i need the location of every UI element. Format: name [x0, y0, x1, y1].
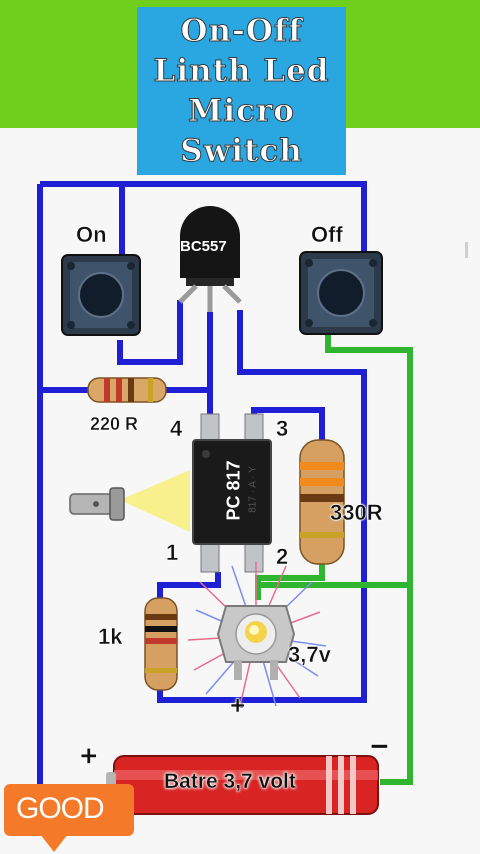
led-icon: [216, 605, 296, 680]
title-line-3: Micro: [188, 93, 295, 130]
battery-minus-label: −: [370, 728, 389, 764]
wire-off-to-minus: [325, 330, 413, 785]
battery-label: Batre 3,7 volt: [164, 770, 296, 793]
wire-220-to-base: [162, 312, 213, 393]
optocoupler-marking: 817 · A · Y: [247, 466, 259, 513]
title: On-Off Linth Led Micro Switch: [137, 11, 346, 171]
green-wires: [255, 330, 413, 785]
resistor-1k-label: 1k: [98, 624, 123, 649]
transistor-bc557: [178, 206, 242, 312]
on-label: On: [76, 222, 107, 247]
wire-collector-loop: [157, 310, 367, 703]
pin-1-label: 1: [166, 540, 179, 565]
scroll-indicator: [465, 242, 468, 258]
wire-top: [40, 181, 367, 258]
on-push-button: [61, 254, 141, 336]
good-badge-tail: [40, 834, 68, 852]
off-label: Off: [311, 222, 343, 247]
title-line-2: Linth Led: [153, 53, 330, 90]
off-push-button: [299, 251, 383, 335]
pin-3-label: 3: [276, 416, 289, 441]
resistor-1k-body: [144, 597, 178, 691]
pin-4-label: 4: [170, 416, 183, 441]
wire-on-to-transistor: [117, 300, 183, 365]
flashlight-icon: [69, 470, 190, 532]
resistor-220-body: [87, 377, 167, 403]
title-line-1: On-Off: [180, 13, 303, 50]
resistor-220-label: 220 R: [90, 414, 139, 434]
resistor-330-body: [299, 439, 345, 565]
title-box: On-Off Linth Led Micro Switch: [137, 7, 346, 175]
battery-plus-label: +: [80, 740, 98, 773]
good-label: GOOD: [16, 792, 105, 825]
title-line-4: Switch: [180, 133, 303, 170]
led-voltage-label: 3,7v: [288, 642, 331, 667]
wire-pin1-to-1k: [157, 572, 221, 600]
optocoupler-label: PC 817: [223, 460, 244, 521]
transistor-label: BC557: [180, 238, 227, 255]
pin-2-label: 2: [276, 544, 289, 569]
wire-330-to-led: [255, 560, 325, 600]
led-plus-label: +: [230, 690, 246, 720]
resistor-330-label: 330R: [330, 500, 383, 525]
good-badge: GOOD: [4, 784, 134, 836]
optocoupler-pc817: [192, 413, 272, 573]
